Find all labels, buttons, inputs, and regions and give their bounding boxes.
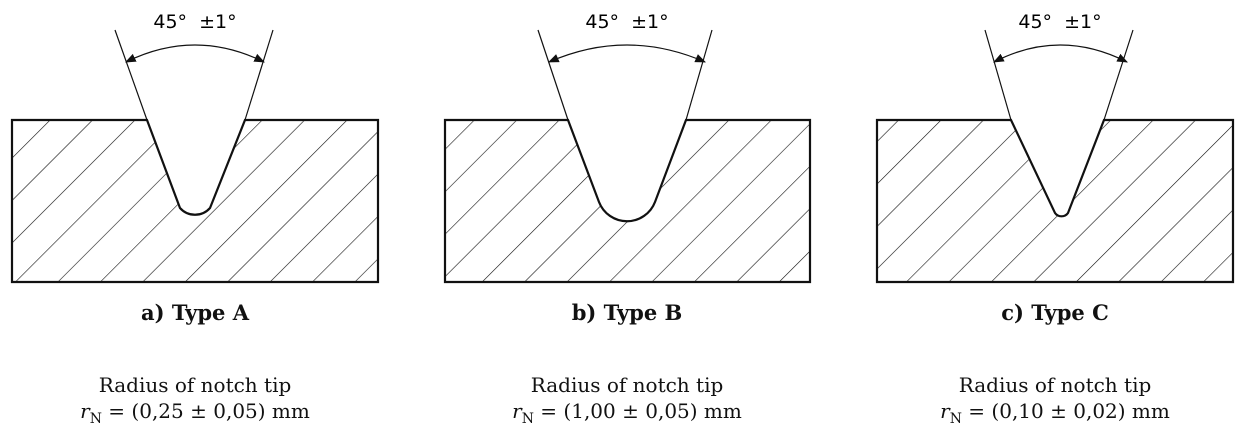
radius-symbol-a: r xyxy=(80,399,90,423)
radius-value-a: = (0,25 ± 0,05) mm xyxy=(101,399,310,423)
radius-value-c: = (0,10 ± 0,02) mm xyxy=(961,399,1170,423)
type-label-c: c) Type C xyxy=(1001,300,1109,325)
angle-label-b: 45° ±1° xyxy=(585,11,668,33)
radius-title-b: Radius of notch tip xyxy=(530,373,724,397)
radius-formula-a: rN = (0,25 ± 0,05) mm xyxy=(45,399,345,427)
angle-arc-a xyxy=(125,44,265,63)
extension-line-left-b xyxy=(537,29,569,121)
angle-arc-c xyxy=(993,44,1128,63)
extension-line-left-c xyxy=(984,29,1012,121)
radius-value-b: = (1,00 ± 0,05) mm xyxy=(533,399,742,423)
type-label-a: a) Type A xyxy=(140,300,250,325)
specimen-b xyxy=(443,118,812,284)
angle-arc-b xyxy=(548,44,706,63)
radius-title-a: Radius of notch tip xyxy=(98,373,292,397)
radius-formula-b: rN = (1,00 ± 0,05) mm xyxy=(477,399,777,427)
radius-subscript-a: N xyxy=(89,411,102,427)
radius-subscript-c: N xyxy=(949,411,962,427)
extension-line-left-a xyxy=(114,29,148,121)
extension-line-right-c xyxy=(1103,29,1134,121)
radius-subscript-b: N xyxy=(521,411,534,427)
radius-formula-c: rN = (0,10 ± 0,02) mm xyxy=(905,399,1205,427)
extension-line-right-a xyxy=(244,29,274,121)
angle-label-c: 45° ±1° xyxy=(1018,11,1101,33)
panel-c-drawing: 45° ±1° xyxy=(875,11,1235,284)
type-label-b: b) Type B xyxy=(571,300,683,325)
specimen-a xyxy=(10,118,380,284)
specimen-c xyxy=(875,118,1235,284)
radius-title-c: Radius of notch tip xyxy=(958,373,1152,397)
extension-line-right-b xyxy=(685,29,713,121)
notch-figure: 45° ±1° 45° ±1° 45° ±1° xyxy=(10,11,1235,284)
angle-label-a: 45° ±1° xyxy=(153,11,236,33)
panel-a-drawing: 45° ±1° xyxy=(10,11,380,284)
radius-symbol-b: r xyxy=(512,399,522,423)
radius-symbol-c: r xyxy=(940,399,950,423)
panel-b-drawing: 45° ±1° xyxy=(443,11,812,284)
